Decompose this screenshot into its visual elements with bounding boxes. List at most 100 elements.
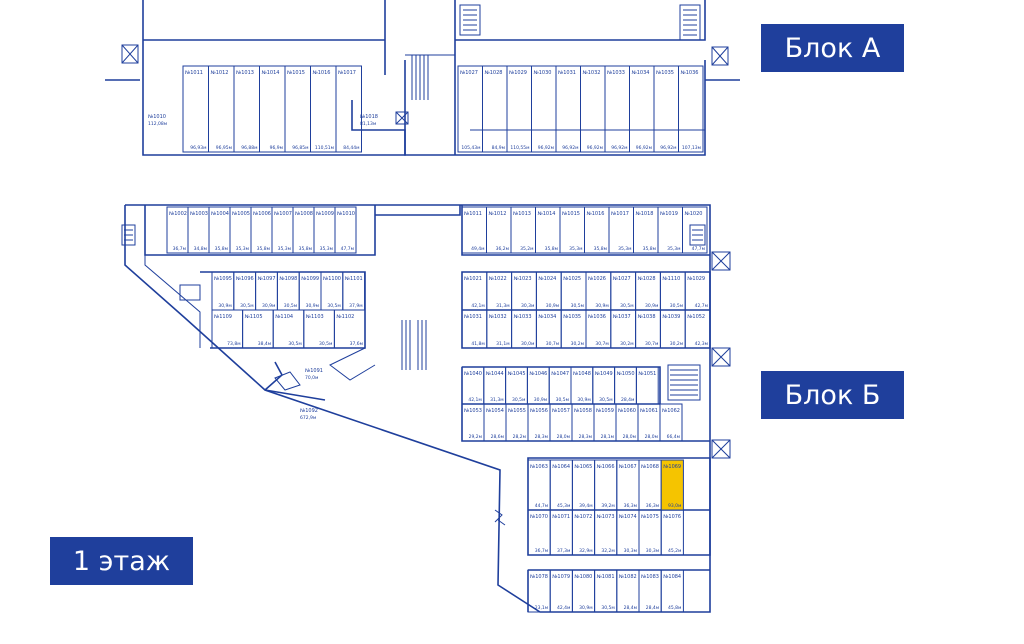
room-1051[interactable]: №1051 [635,366,659,405]
